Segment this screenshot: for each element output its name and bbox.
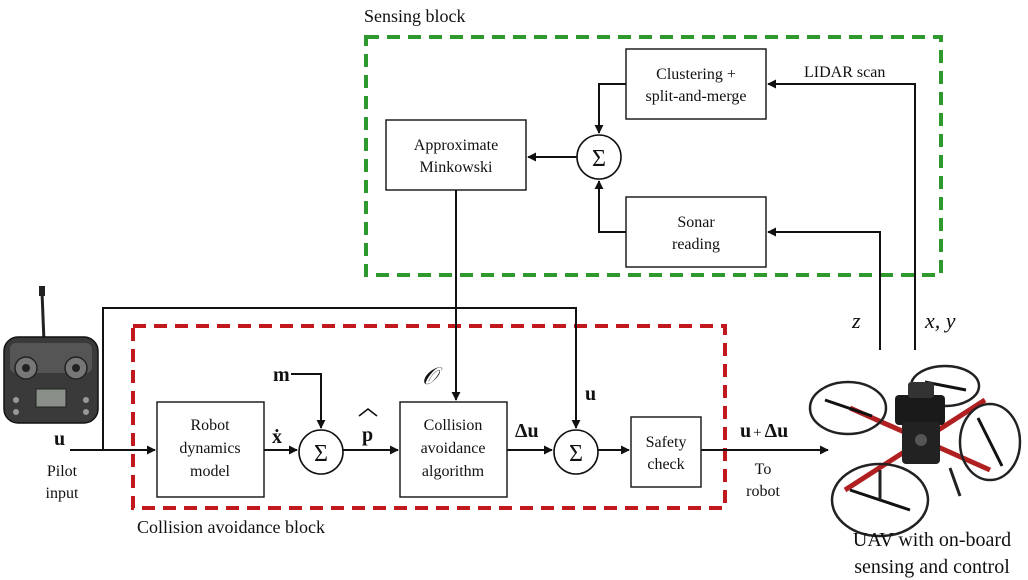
obstacle-set-label: 𝒪 xyxy=(422,364,443,390)
svg-text:Robot: Robot xyxy=(190,417,230,434)
clustering-box: Clustering + split-and-merge xyxy=(625,48,767,120)
collision-block-label: Collision avoidance block xyxy=(137,517,325,537)
svg-text:Safety: Safety xyxy=(646,434,687,451)
m-label: m xyxy=(273,364,290,386)
uav-caption-1: UAV with on-board xyxy=(853,529,1011,551)
svg-text:algorithm: algorithm xyxy=(422,463,485,480)
quadrotor-uav-icon xyxy=(808,364,1022,538)
lidar-scan-label: LIDAR scan xyxy=(804,64,885,81)
svg-text:Σ: Σ xyxy=(592,146,606,172)
arrow-z-to-sonar xyxy=(767,227,881,350)
svg-text:model: model xyxy=(190,463,231,480)
dynamics-model-box: Robot dynamics model xyxy=(156,401,265,498)
to-robot-label-2: robot xyxy=(746,483,780,500)
control-sum-junction: Σ xyxy=(553,429,599,475)
pilot-input-label-2: input xyxy=(46,485,79,502)
sensing-sum-junction: Σ xyxy=(576,134,622,180)
dynamics-sum-junction: Σ xyxy=(298,429,344,475)
xdot-label: ẋ xyxy=(272,426,282,448)
arrow-clustering-to-sum xyxy=(594,83,626,134)
collision-algorithm-box: Collision avoidance algorithm xyxy=(399,401,508,498)
u-bypass-label: u xyxy=(585,383,596,405)
sensing-block-border xyxy=(364,35,943,277)
svg-text:Sonar: Sonar xyxy=(677,214,715,231)
delta-u-label: Δu xyxy=(515,420,539,442)
uav-caption-2: sensing and control xyxy=(854,556,1010,578)
svg-text:reading: reading xyxy=(672,236,720,253)
p-hat-label: p xyxy=(362,424,373,446)
collision-block-border xyxy=(131,324,727,510)
svg-text:avoidance: avoidance xyxy=(421,440,486,457)
arrow-sonar-to-sum xyxy=(594,180,626,233)
pilot-input-label-1: Pilot xyxy=(47,463,78,480)
svg-text:Σ: Σ xyxy=(314,441,328,467)
z-label: z xyxy=(851,308,861,333)
p-hat-accent xyxy=(358,407,378,417)
rc-transmitter-icon xyxy=(3,286,99,424)
xy-label: x, y xyxy=(924,308,956,333)
svg-text:Minkowski: Minkowski xyxy=(420,159,493,176)
svg-text:check: check xyxy=(647,456,684,473)
arrow-lidar-to-clustering xyxy=(767,79,916,350)
arrow-m-to-sum xyxy=(291,373,326,429)
safety-check-box: Safety check xyxy=(630,416,702,488)
svg-text:dynamics: dynamics xyxy=(179,440,240,457)
svg-text:Collision: Collision xyxy=(424,417,483,434)
minkowski-box: Approximate Minkowski xyxy=(385,119,527,191)
svg-text:split-and-merge: split-and-merge xyxy=(645,88,746,105)
u-plus-delta-u-label: u+Δu xyxy=(740,420,788,442)
line-pilot-bypass xyxy=(102,307,581,450)
sensing-block-label: Sensing block xyxy=(364,6,466,26)
sonar-box: Sonar reading xyxy=(625,196,767,268)
svg-text:Approximate: Approximate xyxy=(414,137,498,154)
svg-text:Clustering +: Clustering + xyxy=(656,66,736,83)
to-robot-label-1: To xyxy=(755,461,772,478)
svg-text:Σ: Σ xyxy=(569,441,583,467)
pilot-u-label: u xyxy=(54,428,65,450)
